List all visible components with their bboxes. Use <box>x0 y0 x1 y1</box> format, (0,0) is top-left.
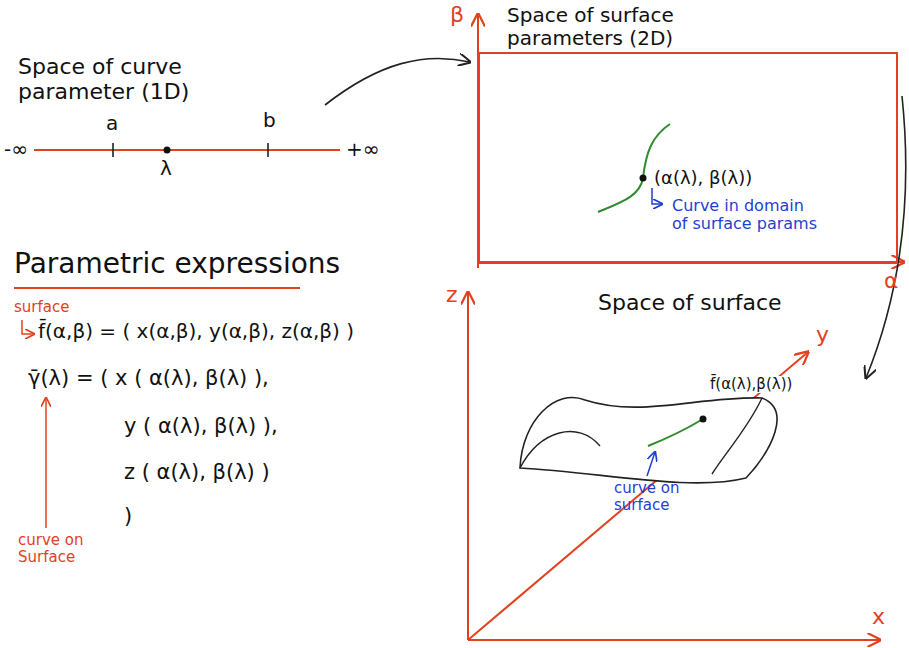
axis-label: z <box>446 282 458 307</box>
section-heading: Space of curve parameter (1D) <box>18 54 193 105</box>
hook-arrow <box>652 188 662 204</box>
formula: γ̄(λ) = ( x ( α(λ), β(λ) ), <box>28 366 269 390</box>
axis-label: y <box>816 322 829 347</box>
curve-point <box>700 416 707 423</box>
bound-label: b <box>263 109 276 132</box>
curve-note: Curve in domain of surface params <box>672 197 822 234</box>
parameter-label: λ <box>160 157 172 180</box>
annotation: surface <box>14 299 69 316</box>
mapping-arrow <box>866 96 906 378</box>
leader-arrow <box>45 398 47 528</box>
section-heading: Parametric expressions <box>14 248 340 280</box>
section-heading: Space of surface <box>598 290 782 315</box>
formula: ) <box>124 504 132 528</box>
axis-label: β <box>450 2 464 27</box>
bound-label: -∞ <box>4 138 28 161</box>
formula: f̄(α,β) = ( x(α,β), y(α,β), z(α,β) ) <box>38 320 354 343</box>
axis-label: x <box>872 604 885 629</box>
region-heading: Space of surface parameters (2D) <box>507 4 697 50</box>
parameter-line <box>34 143 340 157</box>
saddle-surface <box>520 397 777 482</box>
curve-note: curve on surface <box>614 480 704 515</box>
z-axis <box>467 292 469 640</box>
mapping-arrow <box>325 58 470 105</box>
bound-label: a <box>106 112 118 135</box>
leader-arrow <box>647 452 655 476</box>
x-axis <box>468 639 880 641</box>
hook-arrow <box>22 320 34 334</box>
point-label: f̄(α(λ),β(λ)) <box>708 376 794 393</box>
axis-label: α <box>884 268 899 293</box>
parameter-domain: Space of surface parameters (2D)(α(λ), β… <box>478 52 898 264</box>
y-axis <box>468 352 808 640</box>
point-label: (α(λ), β(λ)) <box>654 168 752 189</box>
annotation: curve on Surface <box>18 532 98 567</box>
bound-label: +∞ <box>346 138 379 161</box>
underline <box>14 287 300 289</box>
formula: y ( α(λ), β(λ) ), <box>124 414 278 438</box>
surface-curve <box>648 419 703 446</box>
formula: z ( α(λ), β(λ) ) <box>124 460 270 484</box>
curve-point <box>640 175 647 182</box>
